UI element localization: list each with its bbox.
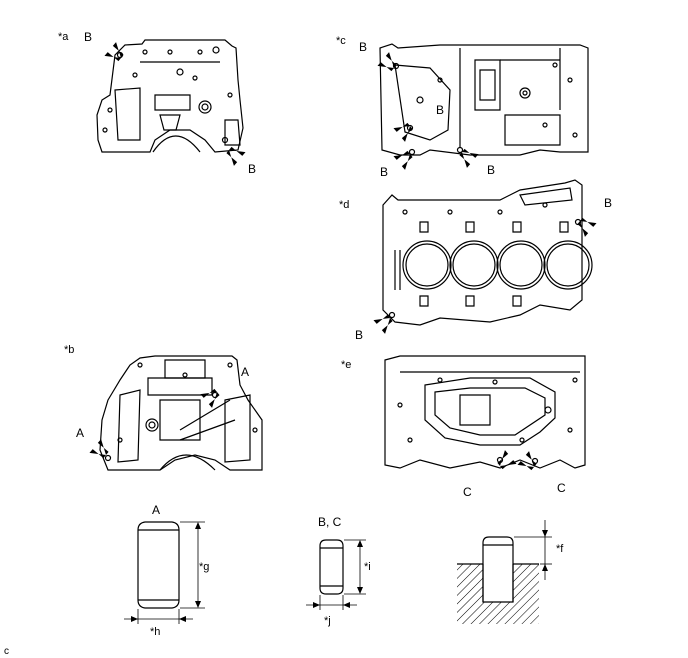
pin-b-callout: B [436,103,444,117]
pin-bc-diameter-label: *j [324,615,331,627]
pin-b-arrow [104,42,127,65]
pin-a-length-label: *g [199,561,209,573]
pin-a-detail [124,521,205,624]
pin-bc-detail [306,539,366,610]
view-b-label: *b [64,344,74,356]
pin-a-callout: A [241,365,249,379]
pin-b-callout: B [487,163,495,177]
protrusion-label: *f [556,543,564,555]
pin-b-callout: B [380,165,388,179]
view-d-block-deck [382,179,593,326]
pin-a-diameter-label: *h [150,626,160,638]
view-d-label: *d [339,199,349,211]
view-a-block-front [96,39,244,153]
pin-bc-title: B, C [318,515,342,529]
view-c-label: *c [336,35,346,47]
pin-b-callout: B [84,30,92,44]
pin-protrusion-detail [457,520,552,624]
pin-a-callout: A [76,426,84,440]
pin-b-arrow [456,145,479,168]
view-c-block-side [379,43,589,156]
view-b-block-rear [99,355,263,471]
pin-a-title: A [152,503,160,517]
view-e-block-oil-pan-side [384,355,586,469]
pin-b-arrow [373,311,396,334]
view-a-label: *a [58,31,69,43]
pin-b-arrow [574,214,597,237]
pin-c-callout: C [463,485,472,499]
illustration-code: c [4,646,9,657]
pin-b-arrow [223,143,246,166]
pin-c-callout: C [557,481,566,495]
pin-b-arrow [393,147,416,170]
view-e-label: *e [341,359,351,371]
pin-bc-length-label: *i [364,561,371,573]
pin-b-callout: B [248,162,256,176]
pin-b-callout: B [604,196,612,210]
pin-b-callout: B [355,328,363,342]
pin-b-callout: B [359,40,367,54]
